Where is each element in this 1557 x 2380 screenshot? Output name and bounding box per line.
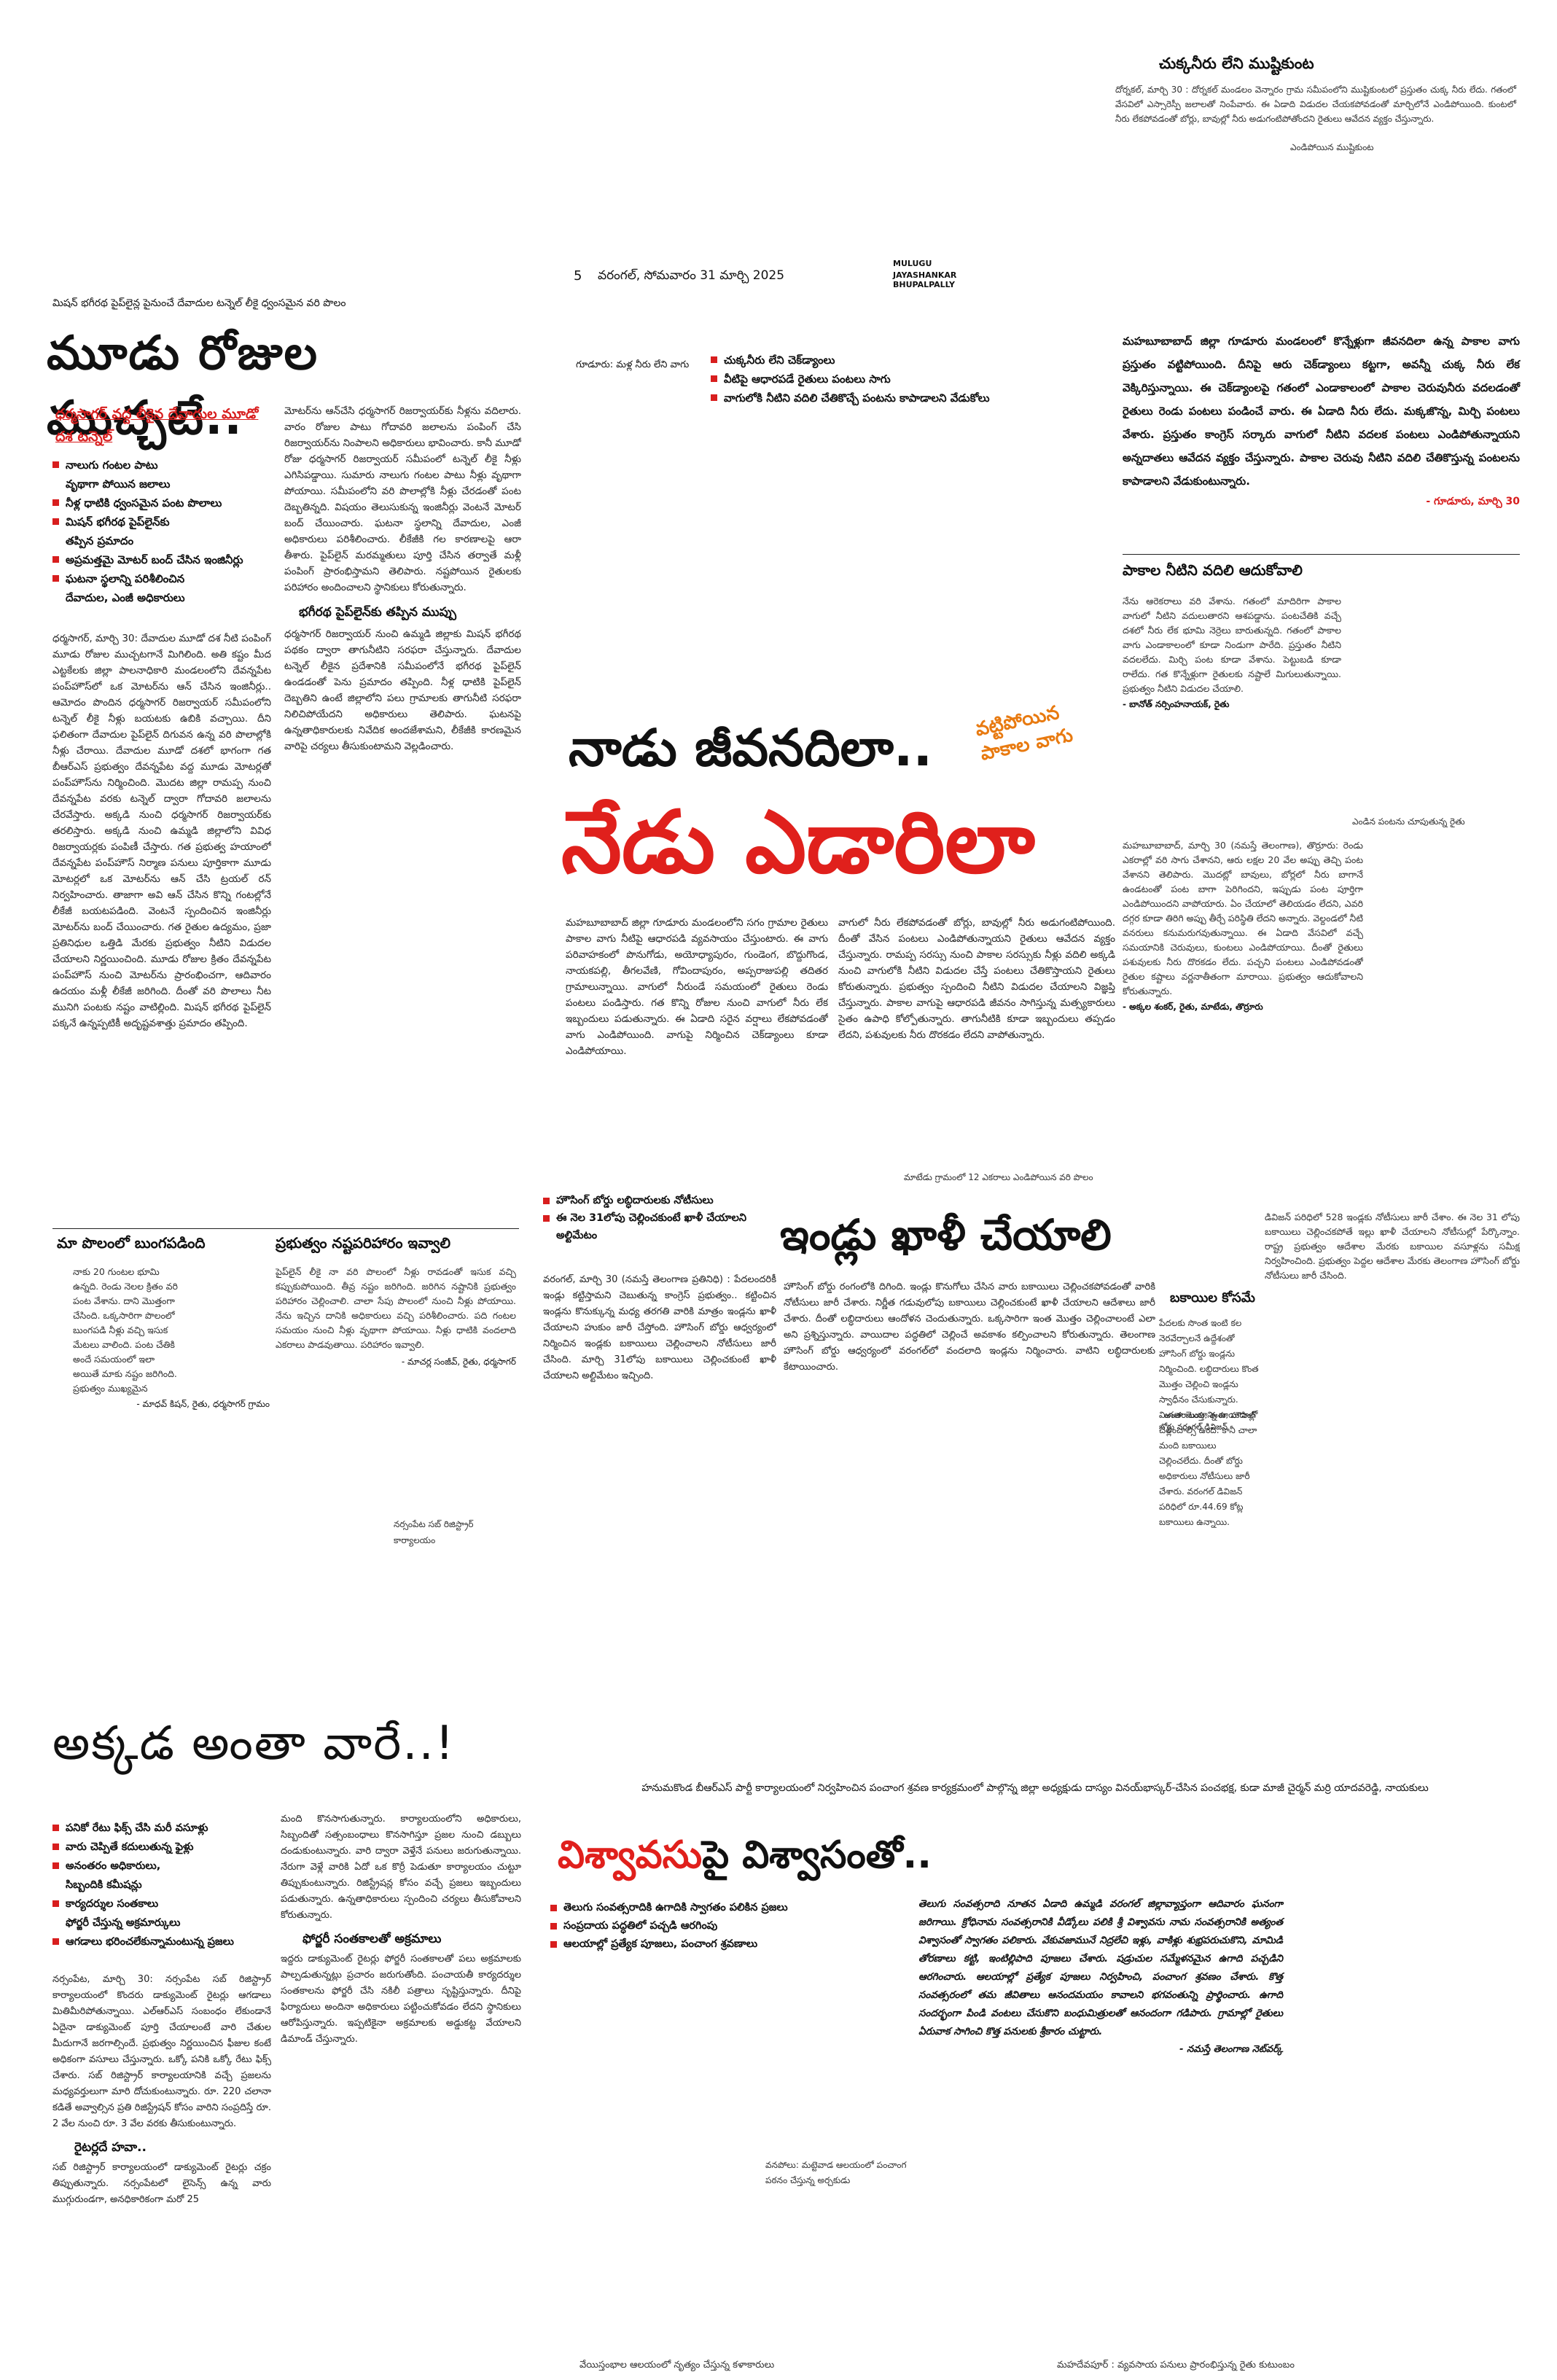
story5-col1: నర్సంపేట, మార్చి 30: నర్సంపేట సబ్ రిజిస్…: [52, 1974, 271, 2205]
story2-bullets: చుక్కనీరు లేని చెక్‌డ్యాంలు వీటిపై ఆధారప…: [711, 351, 1133, 407]
page-header: 5 వరంగల్, సోమవారం 31 మార్చి 2025 MULUGU …: [561, 259, 999, 300]
story4-col3: పేదలకు సొంత ఇంటి కల నెరవేర్చాలనే ఉద్దేశం…: [1159, 1318, 1259, 1527]
story2-headline-top: నాడు జీవనదిలా..: [569, 718, 933, 778]
story1-subhead: ధర్మసాగర్ వద్ద లీకైన దేవాదుల మూడో దశ టన్…: [55, 406, 259, 445]
story5-bullet: పనికో రేటు ఫిక్స్ చేసి మరీ వసూళ్లు: [52, 1819, 286, 1838]
top-box-caption: ఎండిపోయిన ముష్టికుంట: [1290, 142, 1374, 152]
story5-bullet: వారు చెప్పితే కదులుతున్న ఫైళ్లు: [52, 1838, 286, 1857]
story2-headline-main: నేడు ఎడారిలా: [561, 792, 1035, 892]
story6-bullet: తెలుగు సంవత్సరాదికి ఉగాదికి స్వాగతం పలిక…: [550, 1899, 827, 1917]
story2-bullet: వాగులోకి నీటిని వదిలి చేతికొచ్చే పంటను క…: [711, 389, 1133, 407]
story5-col2: మంది కొనసాగుతున్నారు. కార్యాలయంలోని అధిక…: [281, 1814, 521, 2045]
story1-col2b-text: ధర్మసాగర్ రిజర్వాయర్ నుంచి ఉమ్మడి జిల్లా…: [284, 628, 521, 752]
right-box2-title: పాకాల నీటిని వదిలి ఆదుకోవాలి: [1123, 561, 1303, 579]
story3-right-col: పైప్‌లైన్ లీకై నా వరి పొలంలో నీళ్లు రావడ…: [276, 1265, 516, 1469]
story4-col4: డివిజన్ పరిధిలో 528 ఇండ్లకు నోటీసులు జార…: [1265, 1212, 1520, 1281]
right-box-text: మహబూబాబాద్ జిల్లా గూడూరు మండలంలో కొన్నేళ…: [1123, 335, 1520, 488]
story3-right-credit: - మాచర్ల సంజీవ్, రైతు, ధర్మసాగర్: [401, 1357, 516, 1367]
story4-col2: హౌసింగ్ బోర్డు రంగంలోకి దిగింది. ఇండ్లు …: [784, 1281, 1155, 1373]
right-col-credit: - అక్కల శంకర్, రైతు, మాటేడు, తొర్రూరు: [1123, 1002, 1263, 1012]
right-box2-photo: [1352, 594, 1520, 780]
story5-bullet-cont: సిబ్బందికి కమీషన్లు: [66, 1879, 142, 1891]
story6-bottom-caption-2: మహదేవపూర్ : వ్యవసాయ పనులు ప్రారంభిస్తున్…: [1057, 2360, 1295, 2371]
story1-col1: ధర్మసాగర్, మార్చి 30: దేవాదుల మూడో దశ నీ…: [52, 633, 271, 1029]
story5-bullet: కార్యదర్శుల సంతకాలు: [52, 1895, 286, 1913]
story2-bullet: చుక్కనీరు లేని చెక్‌డ్యాంలు: [711, 351, 1133, 370]
story3-bottom-caption: నర్సంపేట సబ్ రిజిస్ట్రార్ కార్యాలయం: [394, 1519, 474, 1545]
right-box2-credit: - బానోత్ నర్సింహనాయక్, రైతు: [1123, 699, 1230, 709]
story4-headline: ఇండ్లు ఖాళీ చేయాలి: [780, 1210, 1112, 1260]
story6-headline-b: పై విశ్వాసంతో..: [702, 1833, 932, 1877]
story1-bullet-cont: దేవాదుల, ఎంజీ అధికారులు: [66, 591, 185, 604]
story2-col2: వాగులో నీరు లేకపోవడంతో బోర్లు, బావుల్లో …: [838, 917, 1115, 1041]
story6-photo-bottom-right: [1017, 2212, 1520, 2344]
story1-col2: మోటర్‌ను ఆన్‌చేసి ధర్మసాగర్ రిజర్వాయర్‌క…: [284, 403, 521, 1217]
story6-headline: విశ్వావసుపై విశ్వాసంతో..: [558, 1833, 1287, 1887]
right-box2-caption: ఎండిన పంటను చూపుతున్న రైతు: [1352, 816, 1465, 827]
story1-bullet: అప్రమత్తమై మోటర్ బంద్ చేసిన ఇంజినీర్లు: [52, 550, 286, 569]
story5-bullet-cont: ఫోర్జరీ చేస్తున్న అక్రమార్కులు: [66, 1917, 181, 1929]
top-box: చుక్కనీరు లేని ముష్టికుంట దోర్నకల్, మార్…: [1115, 55, 1516, 211]
story3-left-col: నాకు 20 గుంటల భూమి ఉన్నది. రెండు నెలల క్…: [73, 1265, 270, 1469]
story1-bullet: నీళ్ల ధాటికి ధ్వంసమైన పంట పొలాలు: [52, 493, 286, 512]
story2-pretext: గూడూరు: మళ్ల నీరు లేని వాగు: [576, 359, 690, 370]
story5-bullet: అనంతరం అధికారులు,: [52, 1857, 286, 1876]
story6-headline-a: విశ్వావసు: [558, 1833, 703, 1877]
story2-bullet: వీటిపై ఆధారపడే రైతులు పంటలు సాగు: [711, 370, 1133, 389]
story1-bullet: మిషన్ భగీరథ పైప్‌లైన్‌కు: [52, 512, 286, 531]
story1-col2-subhead: భగీరథ పైప్‌లైన్‌కు తప్పిన ముప్పు: [299, 605, 456, 620]
story4-bullets: హౌసింగ్ బోర్డు లబ్ధిదారులకు నోటీసులు ఈ న…: [543, 1192, 762, 1244]
story4-subhead: బకాయిల కోసమే: [1170, 1290, 1255, 1306]
story1-headline: మూడు రోజుల ముచ్చటే..: [47, 327, 319, 445]
story6-box: తెలుగు సంవత్సరాది నూతన ఏడాది ఉమ్మడి వరంగ…: [918, 1895, 1283, 2057]
story5-bullet: ఆగడాలు భరించలేకున్నామంటున్న ప్రజలు: [52, 1932, 286, 1951]
story1-bullet: నాలుగు గంటల పాటు: [52, 456, 286, 475]
top-box-text: దోర్నకల్, మార్చి 30 : దోర్నకల్ మండలం వెన…: [1115, 85, 1516, 124]
story2-photo-top: [554, 415, 1115, 707]
story3-left-credit: - మాధవ్ కిషన్, రైతు, ధర్మసాగర్ గ్రామం: [136, 1399, 270, 1409]
story3-right-title: ప్రభుత్వం నష్టపరిహారం ఇవ్వాలి: [276, 1234, 450, 1252]
story1-bullets: నాలుగు గంటల పాటు వృథాగా పోయిన జలాలు నీళ్…: [52, 456, 286, 607]
story2-col1: మహబూబాబాద్ జిల్లా గూడూరు మండలంలోని సగం గ…: [566, 917, 828, 1057]
story1-bullet-cont: వృథాగా పోయిన జలాలు: [66, 477, 171, 491]
story6-bullets: తెలుగు సంవత్సరాదికి ఉగాదికి స్వాగతం పలిక…: [550, 1899, 827, 1954]
story2-photo-caption: మాటేడు గ్రామంలో 12 ఎకరాలు ఎండిపోయిన వరి …: [904, 1172, 1093, 1182]
story1-kicker: మిషన్ భగీరథ పైప్‌లైన్ల పైనుంచే దేవాదుల ట…: [52, 297, 346, 309]
right-box-credit: - గూడూరు, మార్చి 30: [1426, 496, 1520, 507]
story5-bullets: పనికో రేటు ఫిక్స్ చేసి మరీ వసూళ్లు వారు …: [52, 1819, 286, 1951]
story5-col1-subhead: రైటర్లదే హవా..: [74, 2140, 147, 2155]
story6-box-credit: - నమస్తే తెలంగాణ నెట్‌వర్క్: [1179, 2044, 1283, 2055]
top-box-title: చుక్కనీరు లేని ముష్టికుంట: [1159, 55, 1314, 72]
story1-bullet-cont: తప్పిన ప్రమాదం: [66, 534, 134, 547]
page-dateline: వరంగల్, సోమవారం 31 మార్చి 2025: [598, 268, 785, 283]
right-box2-text: నేను ఆరెకరాలు వరి వేశాను. గతంలో మాదిరిగా…: [1123, 594, 1341, 827]
story1-col2-text: మోటర్‌ను ఆన్‌చేసి ధర్మసాగర్ రిజర్వాయర్‌క…: [284, 405, 521, 593]
story4-credit: - అంతరాలయ, ఈఈ, హౌసింగ్ బోర్డు వరంగల్ డివ…: [1159, 1411, 1257, 1432]
right-col-text: మహబూబాబాద్, మార్చి 30 (నమస్తే తెలంగాణ), …: [1123, 838, 1363, 1217]
page-district-2: JAYASHANKAR BHUPALPALLY: [893, 270, 957, 289]
story6-photo-left: [543, 2019, 908, 2209]
story6-bottom-caption-1: వేయిస్తంభాల ఆలయంలో నృత్యం చేస్తున్న కళాక…: [580, 2360, 775, 2371]
right-box: మహబూబాబాద్ జిల్లా గూడూరు మండలంలో కొన్నేళ…: [1123, 329, 1520, 510]
story6-photo1-caption: వనపోలు: మట్టెవాడ ఆలయంలో పంచాంగ పఠనం చేస్…: [765, 2160, 907, 2185]
story3-rule: [52, 1228, 519, 1229]
story4-col1: వరంగల్, మార్చి 30 (నమస్తే తెలంగాణ ప్రతిన…: [543, 1274, 776, 1381]
right-box-rule: [1123, 554, 1520, 555]
story4-bullet: హౌసింగ్ బోర్డు లబ్ధిదారులకు నోటీసులు: [543, 1192, 762, 1209]
story6-photo-bottom-left: [543, 2212, 1010, 2344]
right-col-photo: [1374, 838, 1520, 1130]
story6-bullet: సంప్రదాయ పద్ధతిలో పచ్చడి ఆరగింపు: [550, 1917, 827, 1935]
story3-left-title: మా పొలంలో బుంగపడింది: [57, 1234, 206, 1252]
story6-kicker: హనుమకొండ బీఆర్ఎస్ పార్టీ కార్యాలయంలో నిర…: [641, 1782, 1429, 1794]
story1-bullet: ఘటనా స్థలాన్ని పరిశీలించిన: [52, 569, 286, 588]
page-district-1: MULUGU: [893, 259, 932, 268]
story6-bullet: ఆలయాల్లో ప్రత్యేక పూజలు, పంచాంగ శ్రవణాలు: [550, 1935, 827, 1954]
page-number: 5: [574, 268, 582, 284]
story4-bullet: ఈ నెల 31లోపు చెల్లించకుంటే ఖాళీ చేయాలని …: [543, 1209, 762, 1244]
story3-left-photo: [190, 1261, 270, 1385]
story5-headline: అక్కడ అంతా వారే..!: [52, 1717, 456, 1771]
story5-col2-subhead: ఫోర్జరీ సంతకాలతో అక్రమాలు: [303, 1932, 442, 1946]
